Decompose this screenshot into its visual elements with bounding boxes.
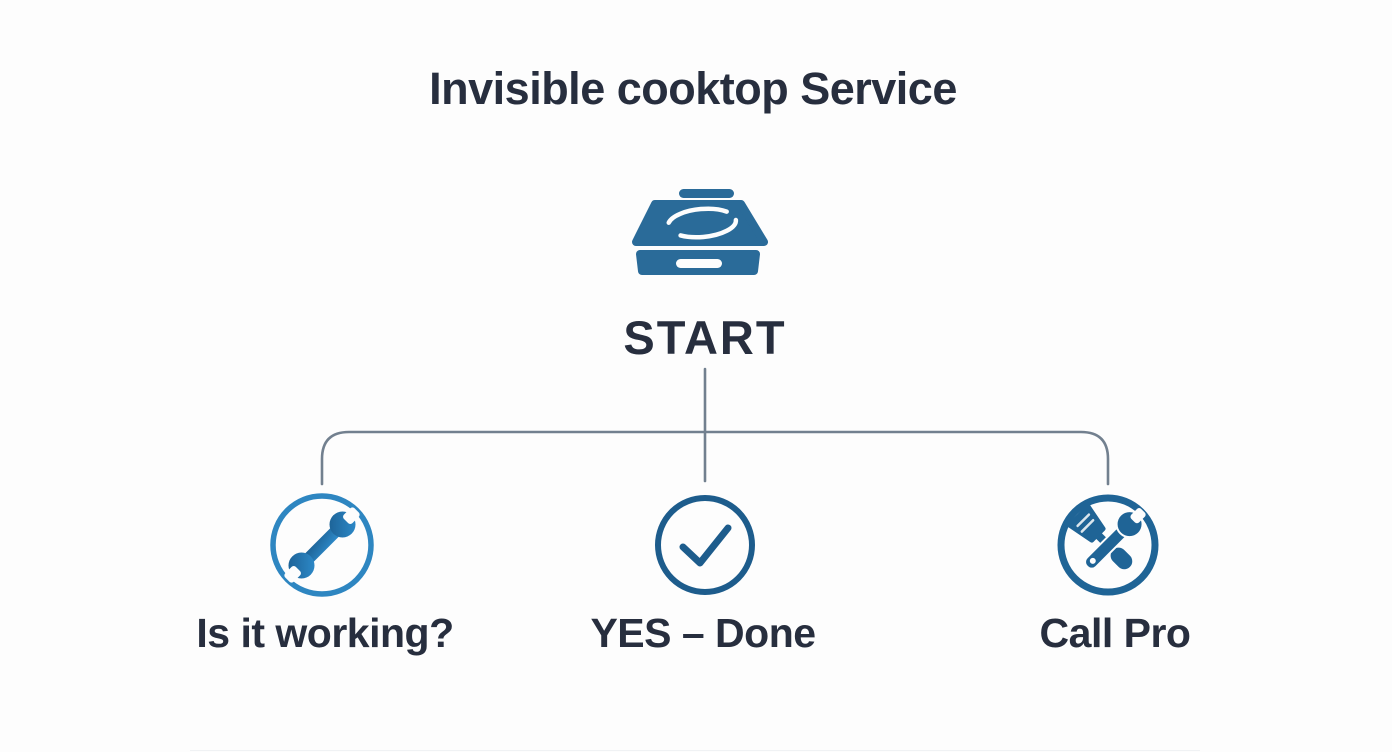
tools-wrench-glyph — [1084, 508, 1146, 570]
branch-label-yes-done: YES – Done — [590, 610, 816, 656]
branch-label-call-pro: Call Pro — [1039, 610, 1191, 656]
cooktop-burner-ring — [665, 206, 739, 240]
wrench-circle-ring — [270, 493, 374, 597]
wrench-glyph — [284, 507, 360, 583]
branch-label-is-it-working: Is it working? — [196, 610, 454, 656]
cooktop-knob-bar — [679, 189, 734, 198]
page-title: Invisible cooktop Service — [429, 63, 957, 114]
start-node-label: START — [623, 311, 787, 364]
tools-icon — [1057, 494, 1159, 596]
check-circle-ring — [655, 495, 755, 595]
wrench-icon — [270, 493, 374, 597]
bottom-divider — [190, 750, 1200, 751]
tools-circle-ring — [1057, 494, 1159, 596]
cooktop-slot — [676, 259, 722, 268]
cooktop-top-face — [632, 200, 768, 246]
check-mark — [679, 524, 732, 567]
check-icon — [655, 495, 755, 595]
connector-branch-bracket — [320, 430, 1110, 486]
cooktop-icon — [632, 189, 768, 275]
